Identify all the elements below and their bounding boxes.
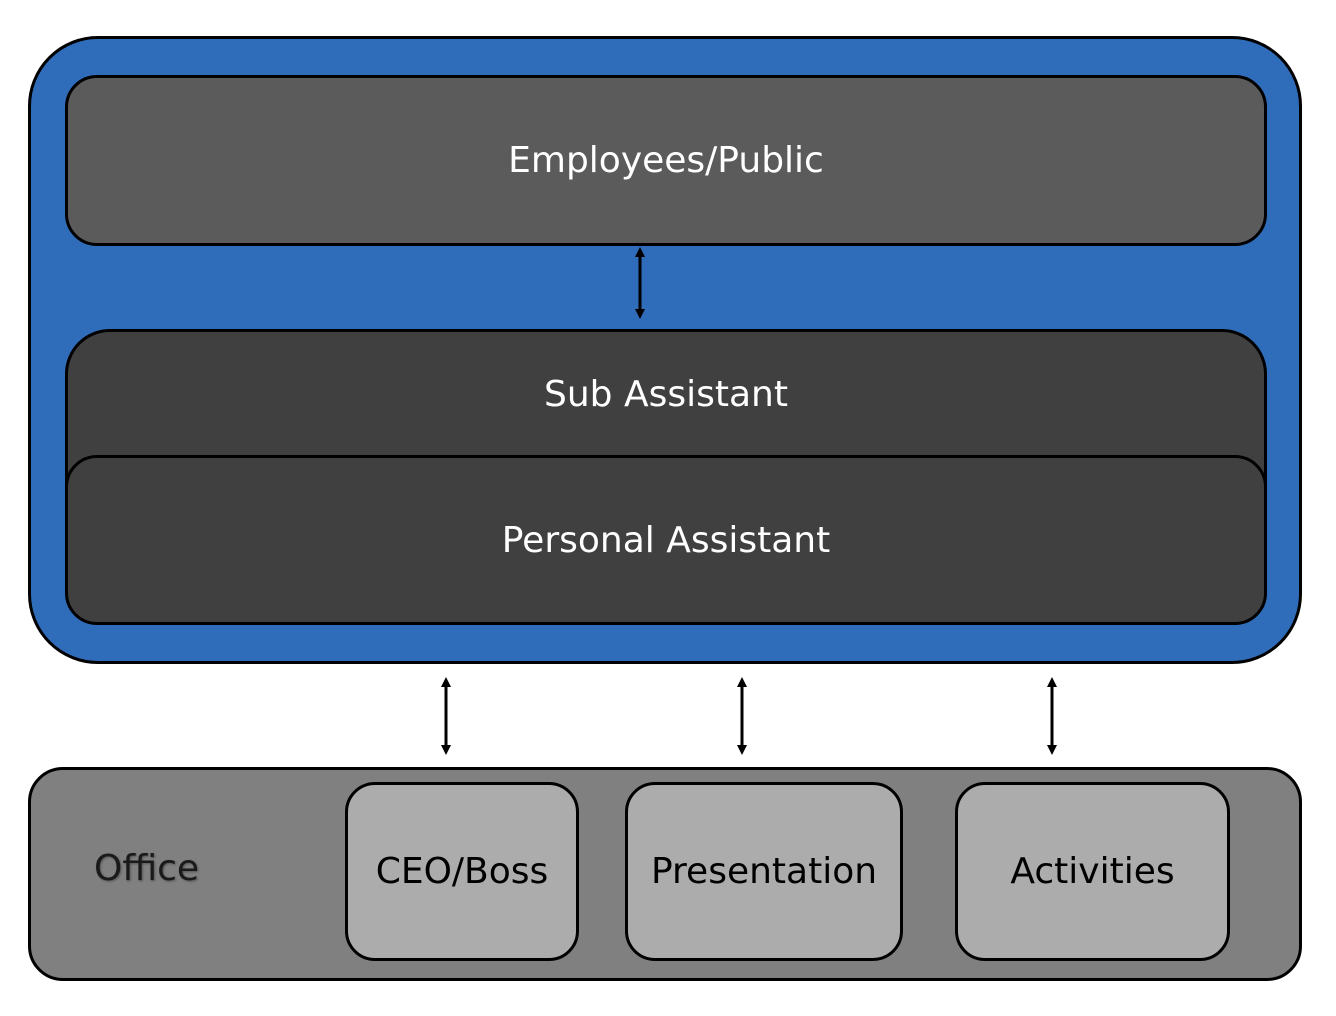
- personal-assistant-box: Personal Assistant: [65, 455, 1267, 625]
- sub-assistant-label: Sub Assistant: [544, 374, 788, 415]
- office-label: Office: [94, 848, 200, 889]
- activities-label: Activities: [1010, 851, 1175, 892]
- employees-public-label: Employees/Public: [508, 140, 824, 181]
- presentation-label: Presentation: [650, 851, 878, 892]
- employees-public-box: Employees/Public: [65, 75, 1267, 246]
- ceo-boss-label: CEO/Boss: [375, 851, 549, 892]
- personal-assistant-label: Personal Assistant: [501, 519, 831, 561]
- activities-box: Activities: [955, 782, 1230, 961]
- presentation-box: Presentation: [625, 782, 903, 961]
- ceo-boss-box: CEO/Boss: [345, 782, 579, 961]
